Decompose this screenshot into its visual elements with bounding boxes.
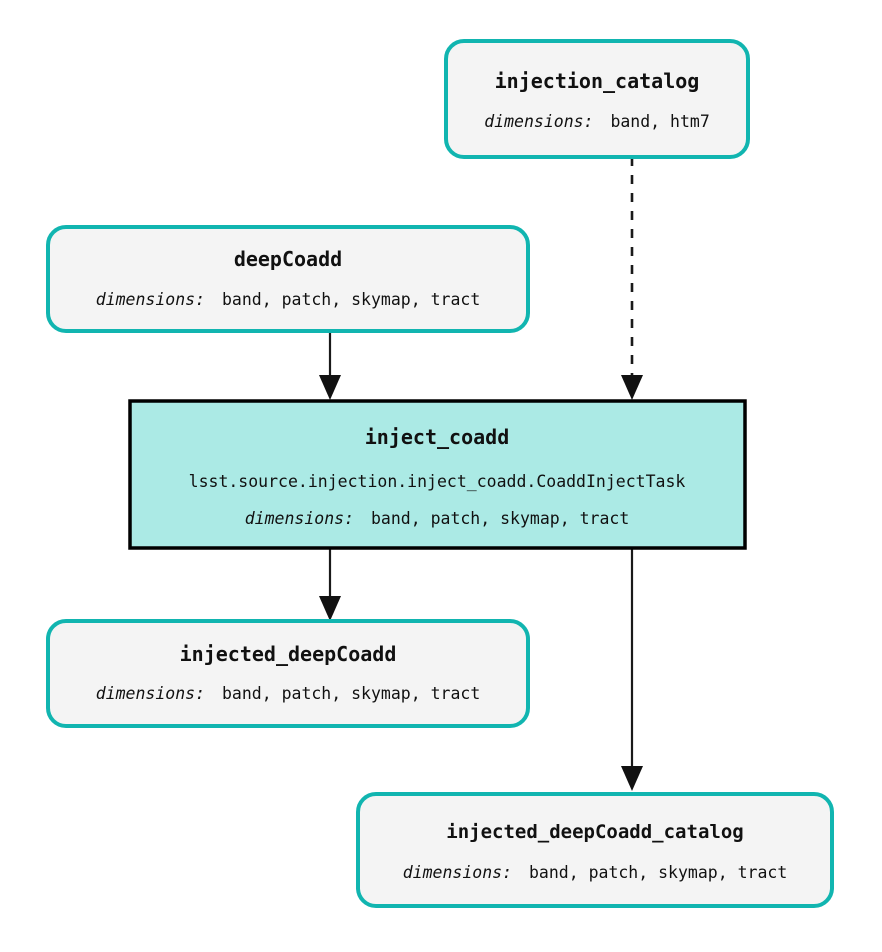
dimensions-label: dimensions: [96,684,205,703]
dimensions-value: band, patch, skymap, tract [371,509,629,528]
node-injected-deep-coadd-catalog-dimensions: dimensions: band, patch, skymap, tract [403,863,788,882]
arrowhead-icon [621,766,643,791]
node-injected-deep-coadd-dimensions: dimensions: band, patch, skymap, tract [96,684,481,703]
node-injection-catalog[interactable]: injection_catalog dimensions: band, htm7 [444,39,750,159]
node-deep-coadd-title: deepCoadd [234,247,342,271]
dimensions-value: band, patch, skymap, tract [222,290,480,309]
dimensions-value: band, htm7 [610,112,709,131]
node-injection-catalog-box[interactable] [444,39,750,159]
edge-injection_catalog-to-inject_coadd [621,157,643,400]
edge-deepCoadd-to-inject_coadd [319,332,341,400]
dimensions-value: band, patch, skymap, tract [222,684,480,703]
node-inject-coadd-title: inject_coadd [365,425,510,449]
node-inject-coadd-task[interactable]: inject_coadd lsst.source.injection.injec… [128,399,747,550]
node-injected-deep-coadd-title: injected_deepCoadd [180,642,397,666]
arrowhead-icon [621,375,643,400]
arrowhead-icon [319,375,341,400]
node-inject-coadd-box[interactable] [128,399,747,550]
node-inject-coadd-dimensions: dimensions: band, patch, skymap, tract [245,509,630,528]
node-injected-deep-coadd[interactable]: injected_deepCoadd dimensions: band, pat… [46,619,530,728]
node-injection-catalog-dimensions: dimensions: band, htm7 [484,112,710,131]
dimensions-label: dimensions: [403,863,512,882]
node-injected-deep-coadd-box[interactable] [46,619,530,728]
edge-inject_coadd-to-injected_deepCoadd [319,549,341,621]
node-deep-coadd-box[interactable] [46,225,530,333]
node-deep-coadd[interactable]: deepCoadd dimensions: band, patch, skyma… [46,225,530,333]
dimensions-value: band, patch, skymap, tract [529,863,787,882]
node-inject-coadd-task-class: lsst.source.injection.inject_coadd.Coadd… [189,472,686,491]
node-injected-deep-coadd-catalog-title: injected_deepCoadd_catalog [446,821,743,843]
node-injected-deep-coadd-catalog-box[interactable] [356,792,834,908]
node-deep-coadd-dimensions: dimensions: band, patch, skymap, tract [96,290,481,309]
edge-inject_coadd-to-injected_deepCoadd_catalog [621,549,643,791]
node-injection-catalog-title: injection_catalog [495,69,700,93]
dimensions-label: dimensions: [484,112,593,131]
arrowhead-icon [319,596,341,621]
dimensions-label: dimensions: [96,290,205,309]
dimensions-label: dimensions: [245,509,354,528]
node-injected-deep-coadd-catalog[interactable]: injected_deepCoadd_catalog dimensions: b… [356,792,834,908]
